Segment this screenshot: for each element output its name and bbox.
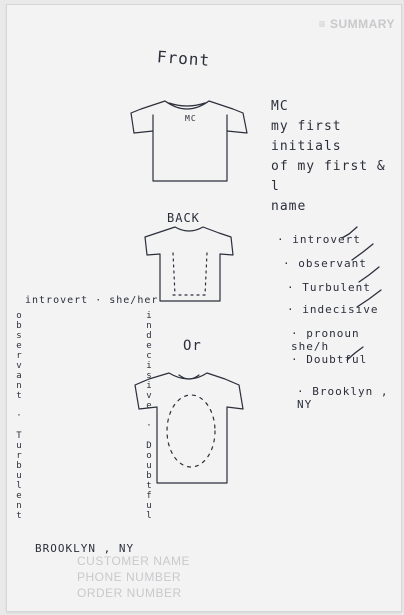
note-line-3: of my first & l bbox=[271, 157, 401, 197]
trait-item-observant: · observant bbox=[283, 257, 367, 270]
trait-item-indecisive: · indecisive bbox=[287, 303, 378, 316]
or-label: Or bbox=[183, 338, 202, 354]
shirt-side-label: introvert · she/her bbox=[25, 295, 158, 306]
front-shirt-initials: MC bbox=[185, 114, 197, 123]
trait-item-turbulent: · Turbulent bbox=[287, 281, 371, 294]
note-line-1: MC bbox=[271, 97, 401, 117]
front-shirt-outline bbox=[131, 101, 247, 181]
trait-item-introvert: · introvert bbox=[277, 233, 361, 246]
back-shirt-outline bbox=[145, 227, 233, 301]
note-line-4: name bbox=[271, 197, 401, 217]
vertical-label-middle: indecisive · Doubtful bbox=[144, 311, 154, 539]
vertical-label-left: observant · Turbulent bbox=[14, 311, 24, 541]
paper-sheet: ≡ SUMMARY CUSTOMER NAME PHONE NUMBER ORD… bbox=[6, 4, 402, 612]
initials-note: MC my first initials of my first & l nam… bbox=[271, 97, 401, 217]
trait-item-location: · Brooklyn , NY bbox=[297, 385, 401, 411]
trait-item-pronoun: · pronoun she/h bbox=[291, 327, 401, 353]
back-title: BACK bbox=[167, 211, 200, 225]
note-line-2: my first initials bbox=[271, 117, 401, 157]
bottom-location-label: BROOKLYN , NY bbox=[35, 542, 134, 555]
front-title: Front bbox=[156, 47, 210, 70]
trait-item-doubtful: · Doubtful bbox=[291, 353, 367, 366]
